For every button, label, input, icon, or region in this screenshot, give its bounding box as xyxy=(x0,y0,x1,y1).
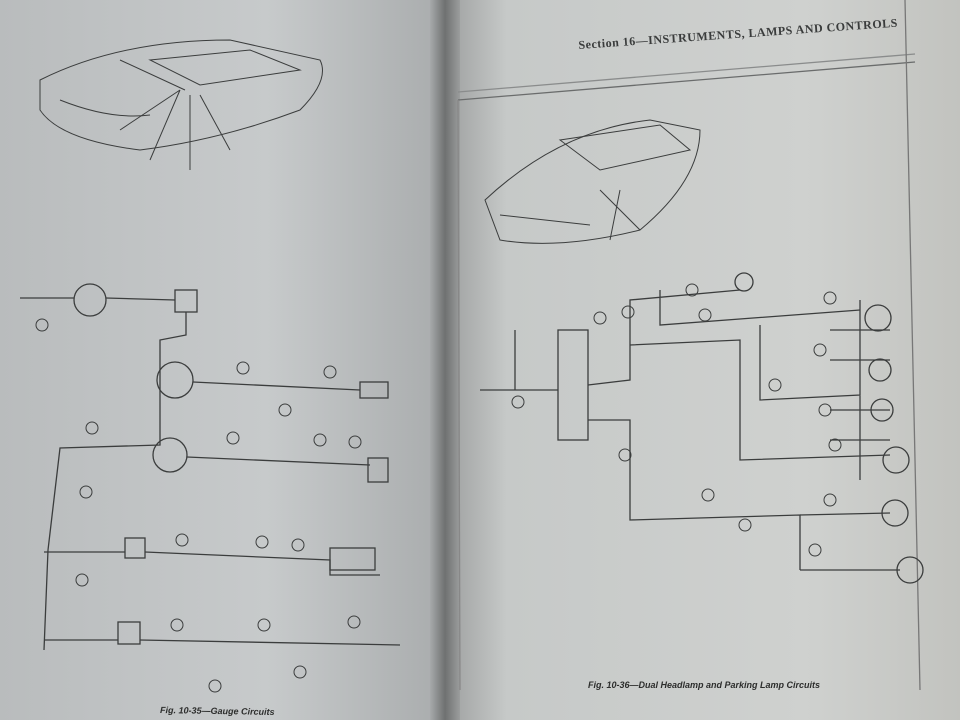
high-beam-indicator-lamp xyxy=(734,272,754,292)
ignition-switch xyxy=(73,283,107,317)
left-page-gauge-circuits xyxy=(0,0,445,720)
constant-voltage-unit xyxy=(174,289,198,313)
fuel-gauge-tank-unit xyxy=(367,457,389,483)
temperature-sender xyxy=(359,381,389,399)
figure-caption-gauge: Fig. 10-35—Gauge Circuits xyxy=(159,705,275,717)
headlamp-circuit xyxy=(480,272,924,584)
rh-headlamps xyxy=(882,446,910,474)
gauge-circuit xyxy=(20,283,401,693)
lh-headlamps xyxy=(864,304,892,332)
generator-regulator xyxy=(329,547,376,571)
oil-pressure-indicator-lamp xyxy=(117,621,141,645)
lh-parking-lamp xyxy=(881,499,909,527)
left-car-illustration xyxy=(39,39,323,170)
book-gutter xyxy=(430,0,460,720)
figure-caption-headlamp: Fig. 10-36—Dual Headlamp and Parking Lam… xyxy=(588,680,821,690)
rh-parking-lamp xyxy=(896,556,924,584)
charge-indicator-lamp xyxy=(124,537,146,559)
right-car-illustration xyxy=(484,119,701,244)
lighting-switch xyxy=(557,329,589,441)
fuel-gauge xyxy=(152,437,188,473)
right-page-frame xyxy=(457,0,921,691)
temperature-gauge xyxy=(156,361,194,399)
